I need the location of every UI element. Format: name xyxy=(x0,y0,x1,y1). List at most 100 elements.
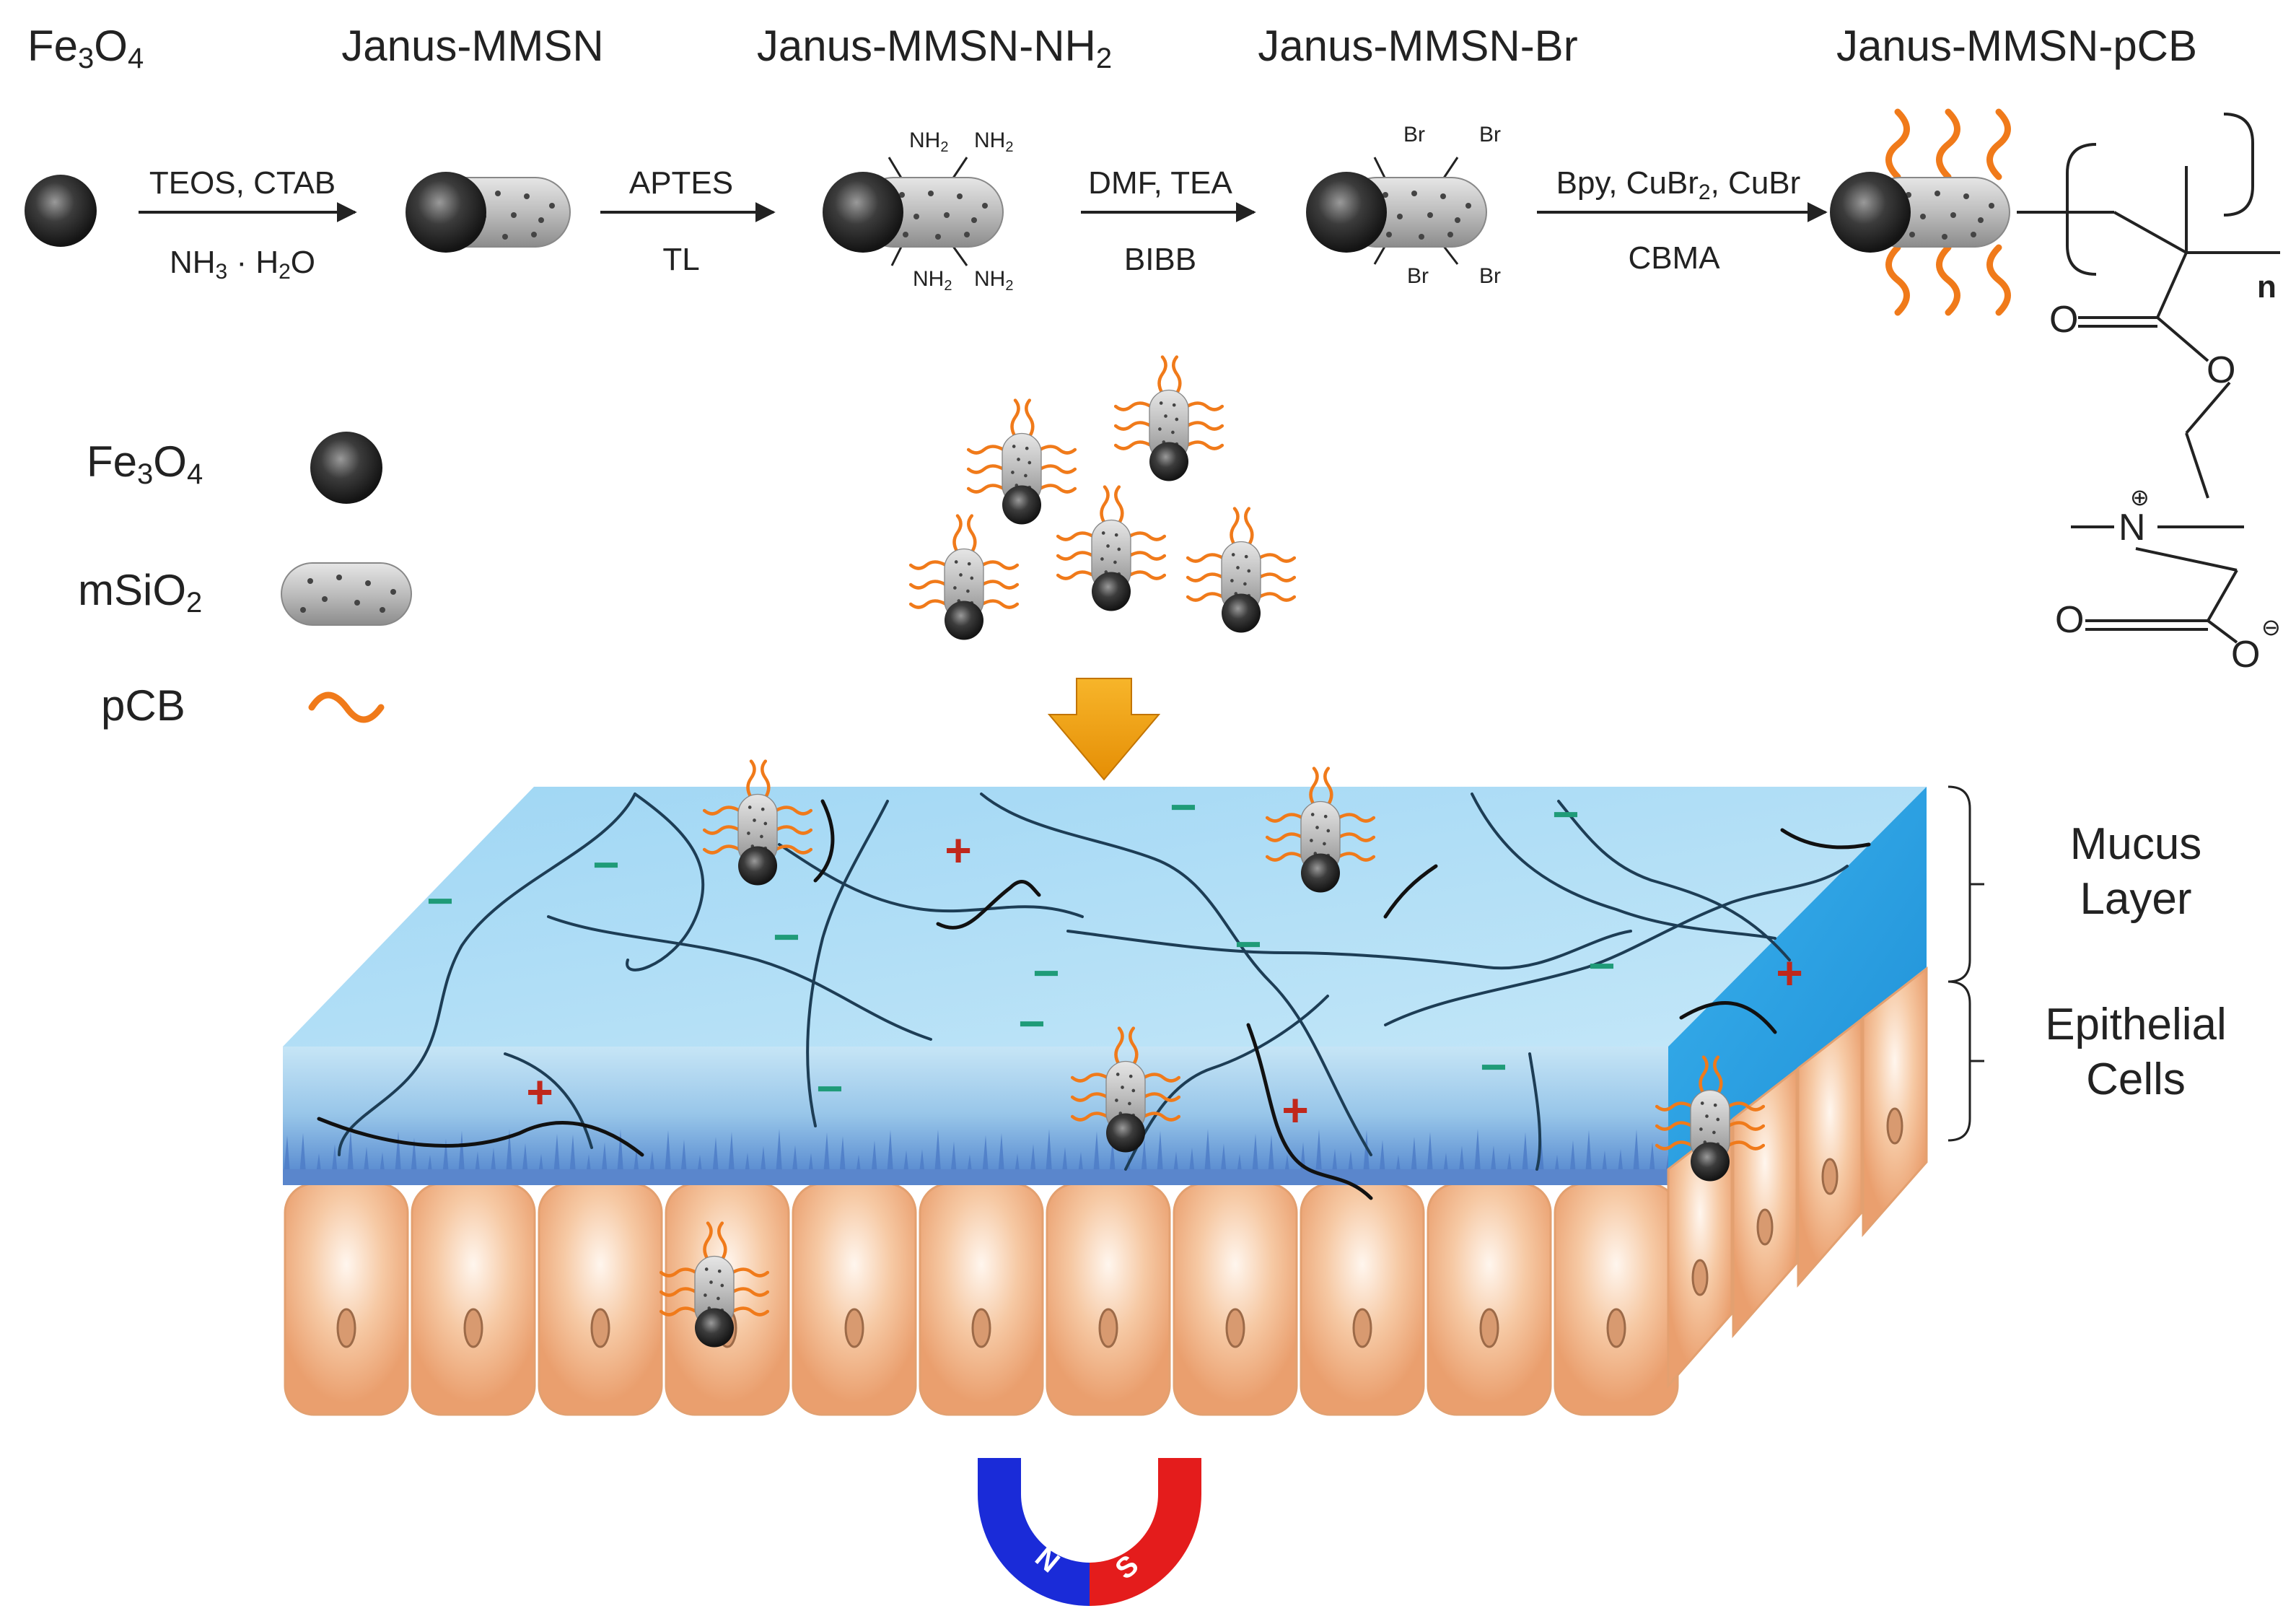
cell-nucleus xyxy=(1225,1308,1245,1348)
pcb-chemical-structure xyxy=(2017,113,2280,644)
mesoporous-silica-icon xyxy=(281,562,412,626)
stage-label-janus-mmsn-br: Janus-MMSN-Br xyxy=(1258,22,1577,70)
negative-charge-sign: − xyxy=(1588,940,1615,992)
label-epithelial: Epithelial xyxy=(2045,1000,2227,1049)
cell-nucleus xyxy=(463,1308,483,1348)
janus-mmsn-br-particle: Br Br Br Br xyxy=(1306,123,1501,288)
charges: −−−−−−−−−−−++++ xyxy=(426,781,1802,1136)
fe3o4-particle xyxy=(25,175,97,247)
negative-charge-sign: − xyxy=(426,875,453,927)
stage-label-janus-mmsn-nh2: Janus-MMSN-NH2 xyxy=(757,22,1112,74)
carboxyl-oxygen: O xyxy=(2055,599,2084,641)
down-arrow-icon xyxy=(1047,678,1161,781)
epithelial-cell xyxy=(1797,1016,1863,1288)
reaction-1-reagents: TEOS, CTAB xyxy=(149,165,336,201)
label-cells: Cells xyxy=(2086,1055,2186,1104)
cell-nucleus xyxy=(1606,1308,1626,1348)
reaction-4-conditions: CBMA xyxy=(1628,240,1720,276)
negative-charge-sign: − xyxy=(816,1062,843,1114)
positive-charge-sign: + xyxy=(1281,1084,1308,1136)
carbonyl-oxygen: O xyxy=(2049,299,2078,341)
amine-group-label: NH2 xyxy=(974,267,1013,294)
cell-nucleus xyxy=(1821,1158,1839,1195)
janus-mmsn-nh2-particle: NH2 NH2 NH2 NH2 xyxy=(823,128,1013,294)
negative-charge-sign: − xyxy=(1033,947,1059,999)
magnetic-core-icon xyxy=(310,432,382,504)
reaction-arrow-4: Bpy, CuBr2, CuBr CBMA xyxy=(1537,165,1828,276)
pcb-nanoparticle xyxy=(1056,485,1167,611)
negative-charge-sign: − xyxy=(1552,788,1579,840)
stage-label-janus-mmsn: Janus-MMSN xyxy=(341,22,603,70)
reaction-2-reagents: APTES xyxy=(629,165,733,201)
negative-charge-sign: − xyxy=(1170,781,1196,833)
positive-charge-sign: + xyxy=(1776,947,1802,999)
magnet-icon: N S xyxy=(978,1458,1201,1606)
reaction-arrow-1: TEOS, CTAB NH3 · H2O xyxy=(139,165,357,284)
reaction-2-conditions: TL xyxy=(662,242,699,277)
positive-charge-sign: + xyxy=(526,1066,553,1118)
amine-group-label: NH2 xyxy=(913,267,952,294)
label-mucus: Mucus xyxy=(2070,819,2202,869)
mucus-epithelium-block: −−−−−−−−−−−++++ xyxy=(283,759,1928,1416)
amine-group-label: NH2 xyxy=(974,128,1013,155)
epithelial-cell xyxy=(792,1182,917,1416)
legend-label-fe3o4: Fe3O4 xyxy=(87,437,203,490)
positive-mucins xyxy=(317,799,1871,1200)
negative-charge-sign: − xyxy=(1018,997,1045,1049)
pcb-nanoparticle xyxy=(1186,507,1297,633)
negative-charge-sign: − xyxy=(773,911,799,963)
pcb-nanoparticle xyxy=(966,398,1077,525)
amine-group-label: NH2 xyxy=(909,128,948,155)
cell-nucleus xyxy=(971,1308,991,1348)
mucus-front-face xyxy=(283,1047,1668,1169)
repeat-unit-n: n xyxy=(2257,269,2277,305)
cell-nucleus xyxy=(1479,1308,1499,1348)
negative-charge-sign: − xyxy=(1235,918,1261,970)
carboxylate-oxygen: O xyxy=(2231,634,2260,676)
reaction-3-conditions: BIBB xyxy=(1124,242,1196,277)
epithelial-cell xyxy=(1862,966,1928,1237)
cell-nucleus xyxy=(1886,1107,1903,1145)
pcb-nanoparticle xyxy=(1655,1055,1766,1182)
legend-label-pcb: pCB xyxy=(101,681,185,730)
negative-charge-sign: − xyxy=(1480,1041,1507,1093)
floating-nanoparticles xyxy=(908,355,1297,640)
pcb-nanoparticle xyxy=(1265,767,1376,893)
negative-charge-sign: − xyxy=(592,839,619,891)
epithelial-cells-front xyxy=(284,1182,1679,1416)
polymer-chain-icon xyxy=(308,691,385,723)
mucus-side-face xyxy=(1668,787,1927,1169)
ammonium-nitrogen: N xyxy=(2118,507,2146,549)
janus-mmsn-pcb-particle xyxy=(1830,108,2011,316)
cell-nucleus xyxy=(844,1308,864,1348)
janus-mmsn-particle xyxy=(406,172,571,253)
pcb-nanoparticle xyxy=(702,759,813,886)
bromo-group-label: Br xyxy=(1403,123,1425,147)
bromo-group-label: Br xyxy=(1479,264,1501,288)
reaction-arrow-2: APTES TL xyxy=(600,165,776,277)
ester-oxygen: O xyxy=(2207,349,2235,391)
cell-nucleus xyxy=(1756,1208,1774,1246)
mucus-top-face xyxy=(283,787,1927,1047)
epithelial-cell xyxy=(919,1182,1044,1416)
negative-charge: ⊖ xyxy=(2261,614,2281,640)
cell-nucleus xyxy=(1691,1259,1709,1296)
pcb-nanoparticle xyxy=(1070,1026,1181,1153)
epithelial-cell xyxy=(1732,1067,1798,1338)
legend: Fe3O4 mSiO2 pCB xyxy=(78,432,412,730)
pcb-nanoparticle xyxy=(908,514,1020,640)
stage-label-fe3o4: Fe3O4 xyxy=(27,22,144,74)
cell-nucleus xyxy=(336,1308,356,1348)
bromo-group-label: Br xyxy=(1407,264,1429,288)
bromo-group-label: Br xyxy=(1479,123,1501,147)
reaction-3-reagents: DMF, TEA xyxy=(1088,165,1232,201)
epithelial-cell xyxy=(1300,1182,1425,1416)
epithelial-cell xyxy=(411,1182,536,1416)
label-layer: Layer xyxy=(2080,874,2191,924)
epithelial-cell xyxy=(1554,1182,1679,1416)
epithelial-cell xyxy=(1046,1182,1171,1416)
synthesis-scheme: Fe3O4 Janus-MMSN Janus-MMSN-NH2 Janus-MM… xyxy=(25,22,2281,676)
epithelial-cell xyxy=(284,1182,409,1416)
pcb-nanoparticle xyxy=(659,1221,770,1348)
